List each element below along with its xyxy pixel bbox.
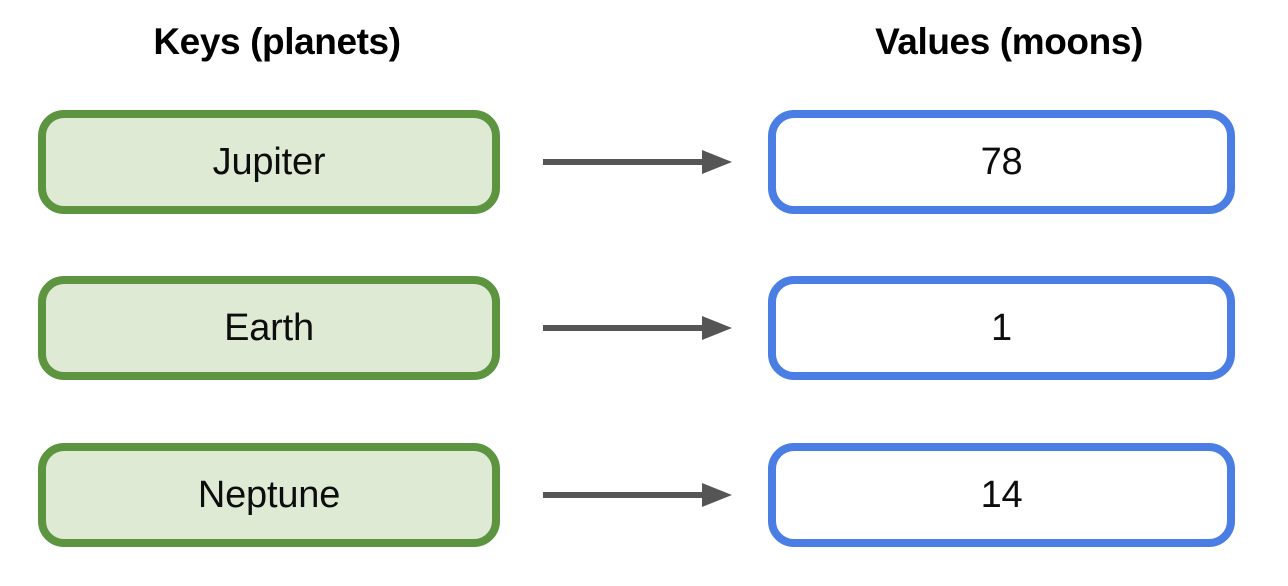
value-box-neptune[interactable]: 14	[768, 443, 1235, 547]
key-label: Earth	[224, 307, 314, 349]
right-arrow-icon	[540, 146, 736, 178]
right-arrow-icon	[540, 479, 736, 511]
value-label: 1	[991, 307, 1012, 349]
right-arrow-icon	[540, 312, 736, 344]
value-box-jupiter[interactable]: 78	[768, 110, 1235, 214]
key-box-jupiter[interactable]: Jupiter	[38, 110, 500, 214]
mapping-row: Jupiter 78	[0, 110, 1288, 214]
value-label: 14	[980, 474, 1023, 516]
key-box-neptune[interactable]: Neptune	[38, 443, 500, 547]
key-box-earth[interactable]: Earth	[38, 276, 500, 380]
mapping-row: Neptune 14	[0, 443, 1288, 547]
value-label: 78	[980, 141, 1023, 183]
mapping-row: Earth 1	[0, 276, 1288, 380]
keys-column-header: Keys (planets)	[153, 21, 401, 62]
values-column-header: Values (moons)	[875, 21, 1143, 62]
key-label: Jupiter	[212, 141, 326, 183]
value-box-earth[interactable]: 1	[768, 276, 1235, 380]
key-label: Neptune	[197, 474, 341, 516]
